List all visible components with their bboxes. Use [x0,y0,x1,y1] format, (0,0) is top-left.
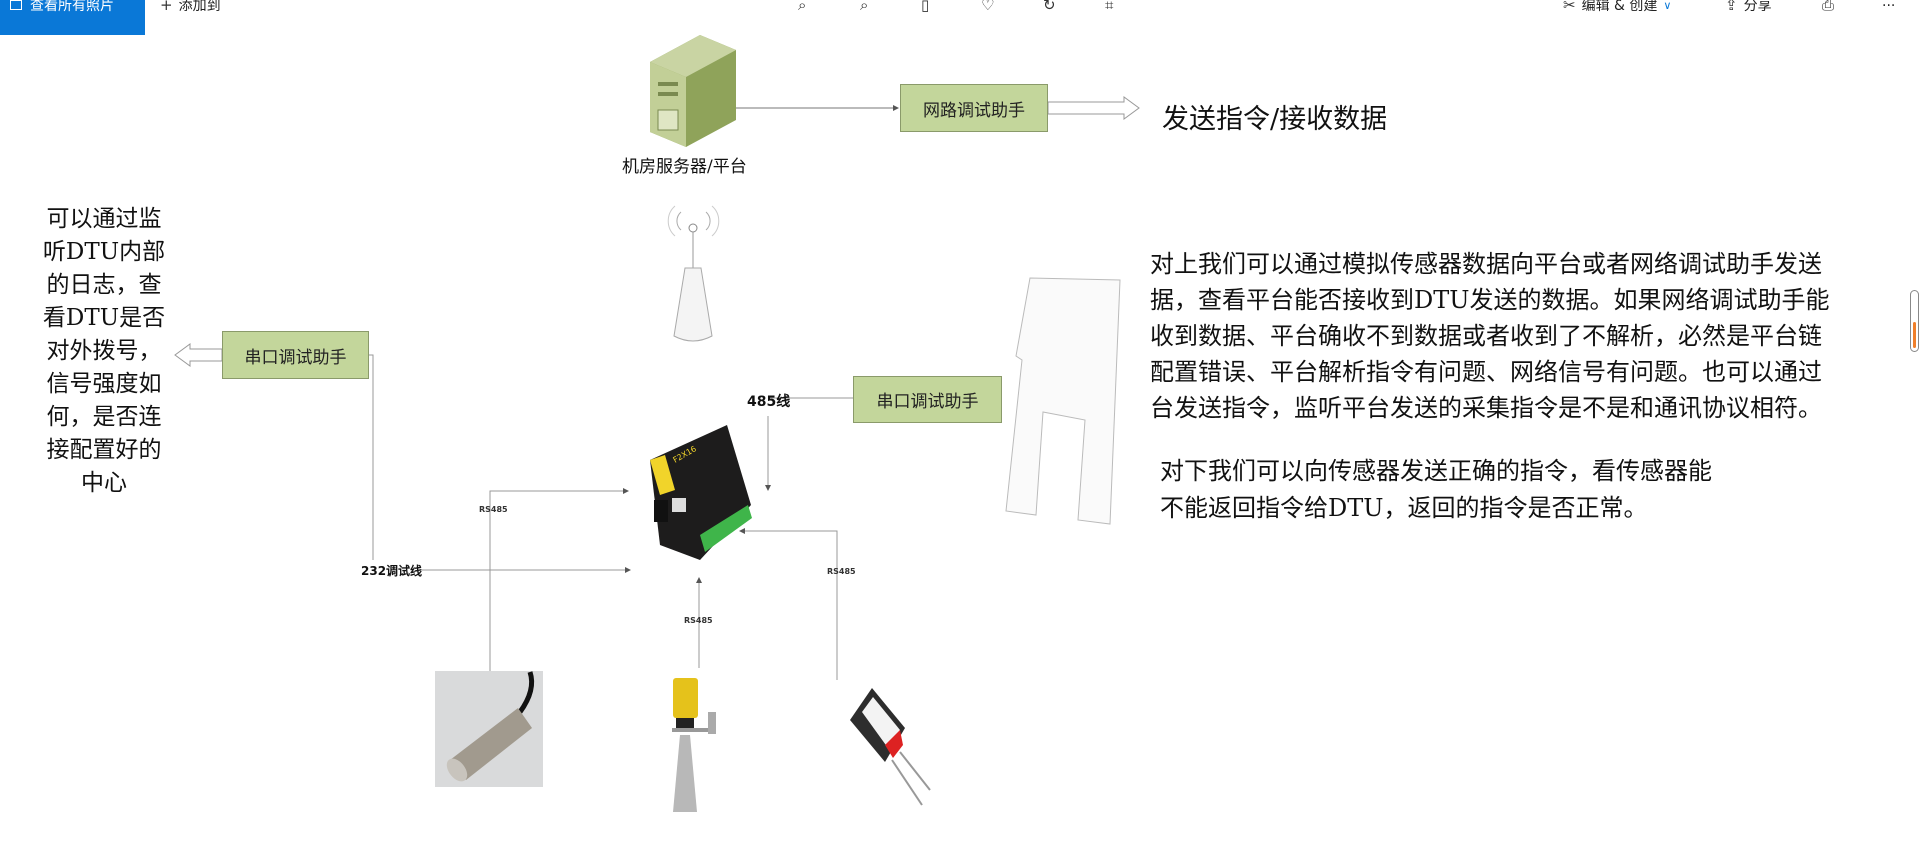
favorite-button[interactable]: ♡ [981,0,995,14]
dtu-device-image [650,425,752,560]
add-to-button[interactable]: + 添加到 [160,0,221,14]
photos-toolbar: 查看所有照片 + 添加到 ⌕ ⌕ ▯ ♡ ↻ ⌗ ✂ 编辑 & 创建 ∨ ⇪ 分… [0,0,1920,35]
edit-create-button[interactable]: ✂ 编辑 & 创建 ∨ [1563,0,1672,14]
network-assistant-box: 网路调试助手 [900,84,1048,132]
server-label: 机房服务器/平台 [622,157,747,177]
delete-icon: ▯ [921,0,930,14]
note-line: 的日志，查 [46,272,162,298]
note-line: 中心 [81,470,127,496]
text-line: 配置错误、平台解析指令有问题、网络信号有问题。也可以通过 [1150,358,1822,386]
bidirectional-arrow-shape [1005,277,1121,525]
downstream-text: 对下我们可以向传感器发送正确的指令，看传感器能 不能返回指令给DTU，返回的指令… [1160,453,1712,527]
rs485-right-label: RS485 [827,567,856,576]
delete-button[interactable]: ▯ [921,0,930,14]
note-line: 接配置好的 [46,437,162,463]
view-all-photos-button[interactable]: 查看所有照片 [0,0,145,35]
text-line: 据，查看平台能否接收到DTU发送的数据。如果网络调试助手能 [1150,286,1830,314]
vertical-scrollbar[interactable] [1910,290,1919,352]
text-line: 台发送指令，监听平台发送的采集指令是不是和通讯协议相符。 [1150,394,1822,422]
text-line: 收到数据、平台确收不到数据或者收到了不解析，必然是平台链 [1150,322,1822,350]
serial-assistant-right-box: 串口调试助手 [853,376,1002,423]
crop-icon: ⌗ [1105,0,1114,14]
server-icon [650,35,736,147]
print-icon: ⎙ [1822,0,1835,14]
chevron-down-icon: ∨ [1663,0,1672,12]
rotate-button[interactable]: ↻ [1043,0,1056,14]
hollow-arrow-left-icon [174,343,223,367]
line-232-label: 232调试线 [361,564,423,578]
pressure-sensor-image [435,671,543,787]
more-button[interactable]: ··· [1882,0,1896,14]
plus-icon: + [160,0,173,14]
note-line: 听DTU内部 [42,239,166,265]
send-receive-label: 发送指令/接收数据 [1162,104,1388,135]
hollow-arrow-right-icon [1047,96,1140,120]
zoom-out-icon: ⌕ [860,0,869,14]
note-line: 信号强度如 [46,371,162,397]
text-line: 对下我们可以向传感器发送正确的指令，看传感器能 [1160,457,1712,485]
share-icon: ⇪ [1725,0,1738,14]
zoom-out-button[interactable]: ⌕ [860,0,869,14]
note-line: 看DTU是否 [42,305,166,331]
upstream-text: 对上我们可以通过模拟传感器数据向平台或者网络调试助手发送 据，查看平台能否接收到… [1150,246,1880,426]
serial-assistant-left-box: 串口调试助手 [222,331,369,379]
soil-sensor-image [850,688,931,806]
left-note: 可以通过监 听DTU内部 的日志，查 看DTU是否 对外拨号， 信号强度如 何，… [30,203,178,500]
text-line: 不能返回指令给DTU，返回的指令是否正常。 [1160,494,1648,522]
rotate-icon: ↻ [1043,0,1056,14]
note-line: 可以通过监 [46,206,162,232]
rs485-left-label: RS485 [479,505,508,514]
text-line: 对上我们可以通过模拟传感器数据向平台或者网络调试助手发送 [1150,250,1822,278]
print-button[interactable]: ⎙ [1822,0,1835,14]
radar-level-sensor-image [672,678,716,812]
rs485-bottom-label: RS485 [684,616,713,625]
heart-icon: ♡ [981,0,995,14]
note-line: 对外拨号， [46,338,162,364]
edit-icon: ✂ [1563,0,1576,14]
zoom-in-icon: ⌕ [798,0,807,14]
antenna-icon [667,205,720,342]
note-line: 何，是否连 [46,404,162,430]
line-485-label: 485线 [747,394,791,410]
scrollbar-thumb[interactable] [1913,322,1916,348]
share-button[interactable]: ⇪ 分享 [1725,0,1772,14]
photo-icon [10,0,22,10]
zoom-in-button[interactable]: ⌕ [798,0,807,14]
crop-button[interactable]: ⌗ [1105,0,1114,14]
